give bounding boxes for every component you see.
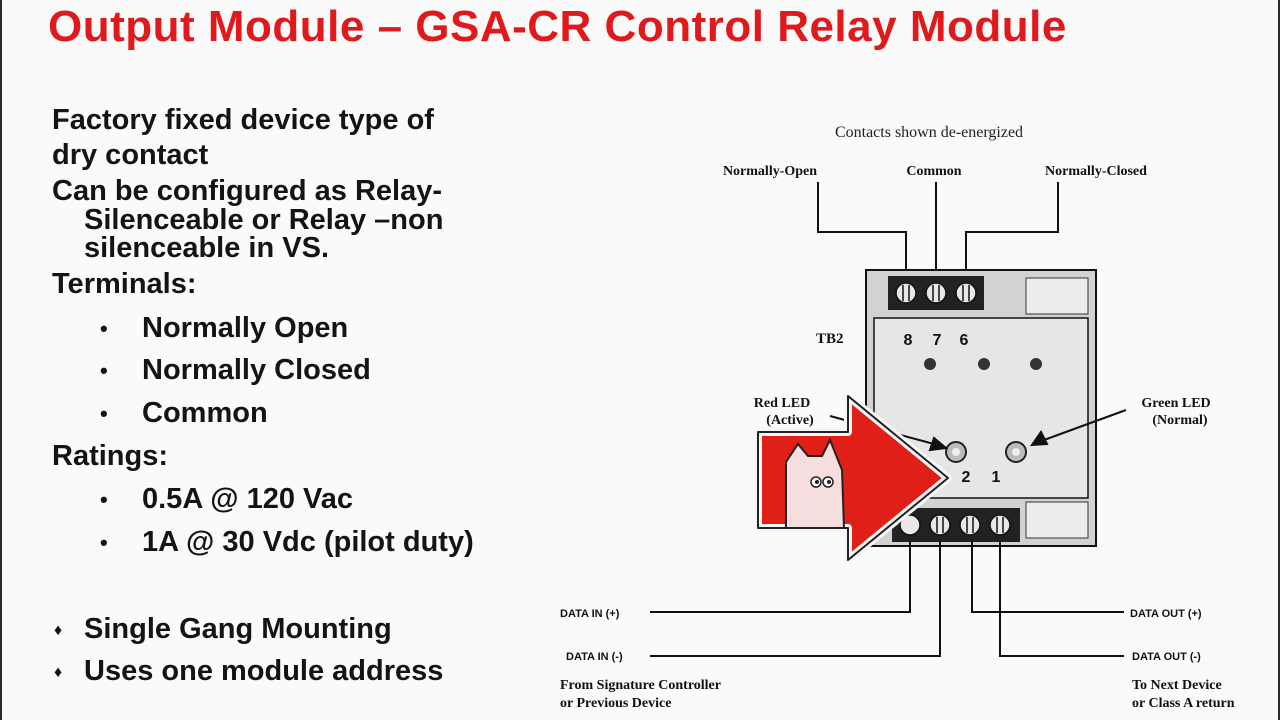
desc-line-3: Can be configured as Relay- xyxy=(52,175,442,207)
label-common: Common xyxy=(906,164,961,179)
wire-normally-open xyxy=(817,182,907,284)
diamond-bullet-icon: ♦ xyxy=(54,622,63,639)
desc-line-2: dry contact xyxy=(52,139,209,171)
green-led-label: Green LED xyxy=(1141,396,1210,411)
green-led-sublabel: (Normal) xyxy=(1152,413,1208,428)
screw-terminal-icon xyxy=(989,514,1011,536)
screw-terminal-icon xyxy=(925,282,947,304)
feature-single-gang: Single Gang Mounting xyxy=(84,613,392,645)
contacts-note: Contacts shown de-energized xyxy=(835,124,1023,141)
terminal-item-normally-closed: Normally Closed xyxy=(142,354,371,386)
to-next-line-2: or Class A return xyxy=(1132,696,1235,711)
wire-data-in-plus xyxy=(650,540,911,613)
data-out-minus-label: DATA OUT (-) xyxy=(1132,651,1201,663)
screw-terminal-icon xyxy=(929,514,951,536)
ratings-heading: Ratings: xyxy=(52,440,168,472)
label-normally-open: Normally-Open xyxy=(723,164,817,179)
bullet-dot: • xyxy=(100,401,108,426)
screw-terminal-icon xyxy=(955,282,977,304)
from-source-line-2: or Previous Device xyxy=(560,696,671,711)
tb2-label: TB2 xyxy=(816,331,844,347)
screw-terminal-icon xyxy=(895,282,917,304)
bullet-dot: • xyxy=(100,316,108,341)
terminal-6-label: 6 xyxy=(960,332,969,349)
desc-line-4: Silenceable or Relay –non xyxy=(84,204,444,236)
terminal-7-label: 7 xyxy=(933,332,942,349)
terminal-2-label: 2 xyxy=(962,469,971,486)
module-body xyxy=(865,269,1097,547)
data-out-plus-label: DATA OUT (+) xyxy=(1130,608,1202,620)
arrow-sticker-icon xyxy=(754,392,952,564)
red-led-label: Red LED xyxy=(754,396,810,411)
left-frame-edge xyxy=(0,0,2,720)
wire-data-out-plus xyxy=(971,540,1124,613)
bullet-dot: • xyxy=(100,487,108,512)
label-normally-closed: Normally-Closed xyxy=(1045,164,1147,179)
bottom-wires xyxy=(650,540,1124,657)
desc-line-5: silenceable in VS. xyxy=(84,232,329,264)
slide-title: Output Module – GSA-CR Control Relay Mod… xyxy=(48,2,1067,51)
rating-item-ac: 0.5A @ 120 Vac xyxy=(142,483,354,515)
screw-terminal-icon xyxy=(959,514,981,536)
to-next-line-1: To Next Device xyxy=(1132,678,1222,693)
bullet-dot: • xyxy=(100,530,108,555)
terminal-item-normally-open: Normally Open xyxy=(142,312,349,344)
wire-data-in-minus xyxy=(650,540,941,657)
rating-item-dc: 1A @ 30 Vdc (pilot duty) xyxy=(142,526,474,558)
screw-terminal-icon xyxy=(899,514,921,536)
red-led-sublabel: (Active) xyxy=(766,413,814,428)
wire-normally-closed xyxy=(965,182,1059,284)
wire-data-out-minus xyxy=(999,540,1124,657)
from-source-line-1: From Signature Controller xyxy=(560,678,721,693)
bullet-dot: • xyxy=(100,358,108,383)
top-wires xyxy=(817,182,1059,284)
terminal-1-label: 1 xyxy=(992,469,1001,486)
feature-one-address: Uses one module address xyxy=(84,655,444,687)
diamond-bullet-icon: ♦ xyxy=(54,664,63,681)
terminals-heading: Terminals: xyxy=(52,268,197,300)
data-in-minus-label: DATA IN (-) xyxy=(566,651,623,663)
terminal-item-common: Common xyxy=(142,397,268,429)
desc-line-1: Factory fixed device type of xyxy=(52,104,434,136)
data-in-plus-label: DATA IN (+) xyxy=(560,608,620,620)
right-frame-edge xyxy=(1278,0,1280,720)
terminal-8-label: 8 xyxy=(904,332,913,349)
